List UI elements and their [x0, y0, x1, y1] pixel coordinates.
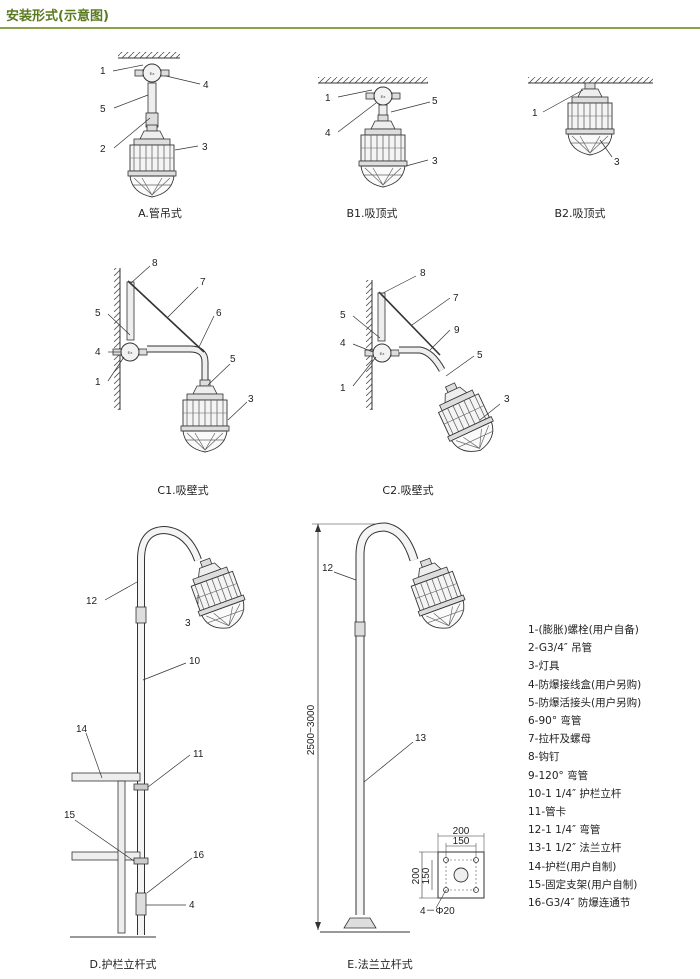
lamp-b1: [358, 114, 408, 188]
callout-c1-5b: 5: [230, 354, 236, 365]
lamp-e: [401, 551, 473, 637]
flange-inner-width: 150: [453, 836, 470, 847]
figure-b1: 1 5 4 3 B1.吸顶式: [318, 77, 438, 220]
callout-d-11: 11: [193, 749, 204, 760]
legend-item: 14-护栏(用户自制): [528, 860, 617, 873]
legend-item: 10-1 1/4″ 护栏立杆: [528, 787, 622, 800]
figure-b2: 1 3 B2.吸顶式: [528, 77, 653, 220]
legend-item: 9-120° 弯管: [528, 769, 589, 782]
legend-item: 1-(膨胀)螺栓(用户自备): [528, 624, 639, 636]
legend-item: 3-灯具: [528, 660, 560, 673]
callout-c1-8: 8: [152, 258, 158, 269]
lamp-c2: [427, 374, 503, 461]
caption-b1: B1.吸顶式: [346, 207, 397, 220]
legend-item: 13-1 1/2″ 法兰立杆: [528, 842, 622, 855]
callout-b1-5: 5: [432, 96, 438, 107]
callout-c2-9: 9: [454, 325, 460, 336]
callout-c2-4: 4: [340, 338, 346, 349]
callout-b1-3: 3: [432, 156, 438, 167]
height-dimension: 2500~3000: [306, 704, 317, 755]
caption-d: D.护栏立杆式: [90, 957, 157, 971]
wall-c1: [114, 268, 120, 410]
callout-b1-1: 1: [325, 93, 331, 104]
callout-a-4: 4: [203, 80, 209, 91]
callout-d-4: 4: [189, 900, 195, 911]
callout-a-5: 5: [100, 104, 106, 115]
legend-item: 7-拉杆及螺母: [528, 733, 591, 746]
callout-a-2: 2: [100, 144, 106, 155]
legend-item: 15-固定支架(用户自制): [528, 878, 638, 891]
callout-d-15: 15: [64, 810, 76, 821]
guardrail-top: [71, 772, 141, 782]
wall-c2: [366, 280, 372, 410]
callout-d-12: 12: [86, 596, 98, 607]
figure-c2: 8 7 5 9 4 5 1 3 C2.吸壁式: [340, 268, 510, 497]
flange-inner-height: 150: [421, 867, 432, 884]
ceiling-b2: [528, 77, 653, 83]
callout-c2-1: 1: [340, 383, 346, 394]
callout-b1-4: 4: [325, 128, 331, 139]
flange-outer-height: 200: [411, 867, 422, 884]
callout-d-14: 14: [76, 724, 88, 735]
legend-item: 2-G3/4″ 吊管: [528, 642, 593, 655]
callout-c1-6: 6: [216, 308, 222, 319]
flange-holes: 4－Φ20: [420, 906, 455, 917]
callout-d-3: 3: [185, 618, 191, 629]
junction-box-b1: [365, 86, 401, 106]
pipe-a: [147, 82, 157, 114]
callout-a-3: 3: [202, 142, 208, 153]
legend-item: 8-钩钉: [528, 751, 560, 764]
legend-item: 6-90° 弯管: [528, 715, 582, 728]
figure-a: 1 4 5 2 3 A.管吊式: [100, 52, 209, 220]
lamp-b2: [565, 82, 615, 156]
legend-item: 4-防爆接线盒(用户另购): [528, 678, 642, 691]
callout-c1-1: 1: [95, 377, 101, 388]
callout-c2-3: 3: [504, 394, 510, 405]
legend-item: 5-防爆活接头(用户另购): [528, 696, 642, 709]
lamp-a: [127, 124, 177, 198]
caption-c1: C1.吸壁式: [157, 483, 208, 497]
callout-b2-3: 3: [614, 157, 620, 168]
callout-c1-3: 3: [248, 394, 254, 405]
ceiling-a: [118, 52, 180, 58]
flange-outer-width: 200: [453, 826, 470, 837]
callout-d-16: 16: [193, 850, 205, 861]
callout-c1-5: 5: [95, 308, 101, 319]
lamp-c1: [180, 379, 230, 453]
page-title: 安装形式(示意图): [6, 9, 109, 24]
header-divider: [0, 27, 700, 29]
callout-a-1: 1: [100, 66, 106, 77]
parts-legend: 1-(膨胀)螺栓(用户自备) 2-G3/4″ 吊管 3-灯具 4-防爆接线盒(用…: [528, 621, 698, 912]
figure-c1: 8 7 5 6 4 1 5 3 C1.吸壁式: [95, 258, 254, 497]
ceiling-b1: [318, 77, 428, 83]
caption-a: A.管吊式: [138, 206, 182, 220]
callout-c1-4: 4: [95, 347, 101, 358]
lamp-d: [181, 551, 253, 637]
junction-box-a: [134, 63, 170, 83]
guardrail-bottom: [71, 851, 141, 861]
caption-e: E.法兰立杆式: [347, 957, 412, 971]
callout-c2-5: 5: [340, 310, 346, 321]
page-header: 安装形式(示意图): [0, 0, 700, 30]
legend-item: 11-管卡: [528, 806, 567, 819]
callout-c2-7: 7: [453, 293, 459, 304]
callout-c2-8: 8: [420, 268, 426, 279]
callout-c1-7: 7: [200, 277, 206, 288]
callout-c2-5b: 5: [477, 350, 483, 361]
caption-b2: B2.吸顶式: [554, 207, 605, 220]
callout-e-13: 13: [415, 733, 427, 744]
flange-detail: 200 150 200 150 4－Φ20: [411, 826, 485, 917]
figure-d: 12 3 10 14 11 15 16 4 D.护栏立杆式: [64, 525, 253, 971]
figure-e: 2500~3000 12 13: [306, 522, 485, 971]
callout-b2-1: 1: [532, 108, 538, 119]
caption-c2: C2.吸壁式: [382, 483, 433, 497]
callout-d-10: 10: [189, 656, 201, 667]
legend-item: 16-G3/4″ 防爆连通节: [528, 897, 631, 910]
callout-e-12: 12: [322, 563, 334, 574]
legend-item: 12-1 1/4″ 弯管: [528, 824, 601, 837]
